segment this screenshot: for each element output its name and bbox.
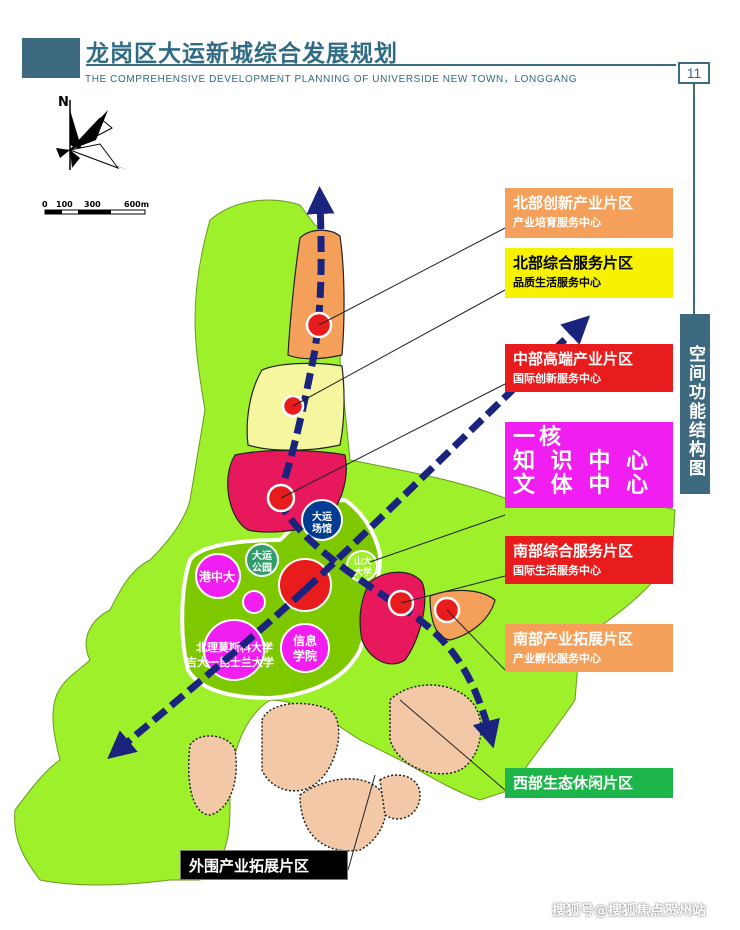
small-campus-icon: [242, 590, 266, 614]
core-center-icon: [278, 558, 332, 612]
scale-tick-100: 100: [56, 200, 73, 209]
map-text: 大运 场馆 大运 公园 山大 大学 港中大 北理莫斯科大学 吉大一昆士兰大学 信…: [186, 510, 372, 669]
core-line-knowledge: 知 识 中 心: [513, 449, 652, 474]
zone-title: 北部综合服务片区: [513, 254, 634, 272]
bit-moscow-line2: 吉大一昆士兰大学: [186, 655, 274, 669]
dayun-stadium-line2: 场馆: [312, 522, 332, 535]
zone-label-south-service: 南部综合服务片区 国际生活服务中心: [505, 536, 673, 584]
diagonal-axis-ne: [302, 315, 591, 593]
zone-title: 南部产业拓展片区: [513, 630, 634, 648]
info-college-line2: 学院: [293, 648, 317, 663]
cuhk-icon: [195, 553, 241, 599]
zone-title: 外围产业拓展片区: [189, 857, 310, 875]
zone-subtitle: 品质生活服务中心: [513, 276, 601, 289]
page-title: 龙岗区大运新城综合发展规划: [86, 41, 398, 67]
scale-bar: 0 100 300 600m: [42, 200, 149, 215]
zone-label-north-innovation: 北部创新产业片区 产业培育服务中心: [505, 188, 673, 238]
info-college-icon: [280, 623, 330, 673]
dayun-park-line1: 大运: [252, 549, 272, 562]
periphery-parcels: [187, 684, 482, 852]
zone-subtitle: 国际创新服务中心: [513, 372, 601, 385]
diagonal-axis-sw: [107, 587, 308, 759]
compass-rose-icon: N: [56, 95, 128, 170]
header-color-block: [22, 38, 80, 78]
zone-label-west-eco: 西部生态休闲片区: [505, 768, 673, 798]
page-subtitle: THE COMPREHENSIVE DEVELOPMENT PLANNING O…: [85, 74, 578, 85]
zone-label-periphery: 外围产业拓展片区: [180, 850, 348, 880]
cuhk-label: 港中大: [199, 569, 235, 584]
zone-subtitle: 国际生活服务中心: [513, 564, 601, 577]
zone-label-south-expansion: 南部产业拓展片区 产业孵化服务中心: [505, 624, 673, 672]
zone-label-central-hightech: 中部高端产业片区 国际创新服务中心: [505, 344, 673, 392]
zone-subtitle: 产业孵化服务中心: [513, 652, 601, 665]
north-label: N: [58, 95, 69, 110]
zone-subtitle: 产业培育服务中心: [513, 216, 601, 229]
info-college-line1: 信息: [293, 633, 317, 648]
core-title: 一核: [513, 425, 566, 450]
zone-title: 中部高端产业片区: [513, 350, 634, 368]
dayun-stadium-icon: [301, 499, 343, 541]
leader-lines: [280, 227, 506, 871]
scale-tick-0: 0: [42, 200, 48, 209]
zone-title: 南部综合服务片区: [513, 542, 634, 560]
watermark: 搜狐号@搜狐焦点贺州站: [552, 903, 706, 919]
dayun-stadium-line1: 大运: [312, 510, 332, 523]
scale-tick-300: 300: [84, 200, 101, 209]
scale-tick-600m: 600m: [124, 200, 149, 209]
core-line-culture: 文 体 中 心: [513, 473, 652, 498]
page-number: 11: [678, 62, 710, 84]
dayun-park-line2: 公园: [252, 562, 272, 574]
zone-label-north-service: 北部综合服务片区 品质生活服务中心: [505, 248, 673, 298]
zone-title: 北部创新产业片区: [513, 194, 634, 212]
shanda-line2: 大学: [354, 566, 372, 578]
bit-moscow-line1: 北理莫斯科大学: [196, 640, 273, 654]
dayun-park-icon: [245, 543, 279, 577]
shanda-line1: 山大: [354, 555, 372, 567]
zone-label-core: 一核 知 识 中 心 文 体 中 心: [505, 422, 673, 508]
zone-title: 西部生态休闲片区: [513, 774, 634, 792]
title-divider: [86, 64, 676, 66]
section-tab: 空间功能结构图: [680, 314, 710, 494]
north-south-axis: [274, 186, 335, 502]
vertical-divider: [693, 84, 695, 316]
